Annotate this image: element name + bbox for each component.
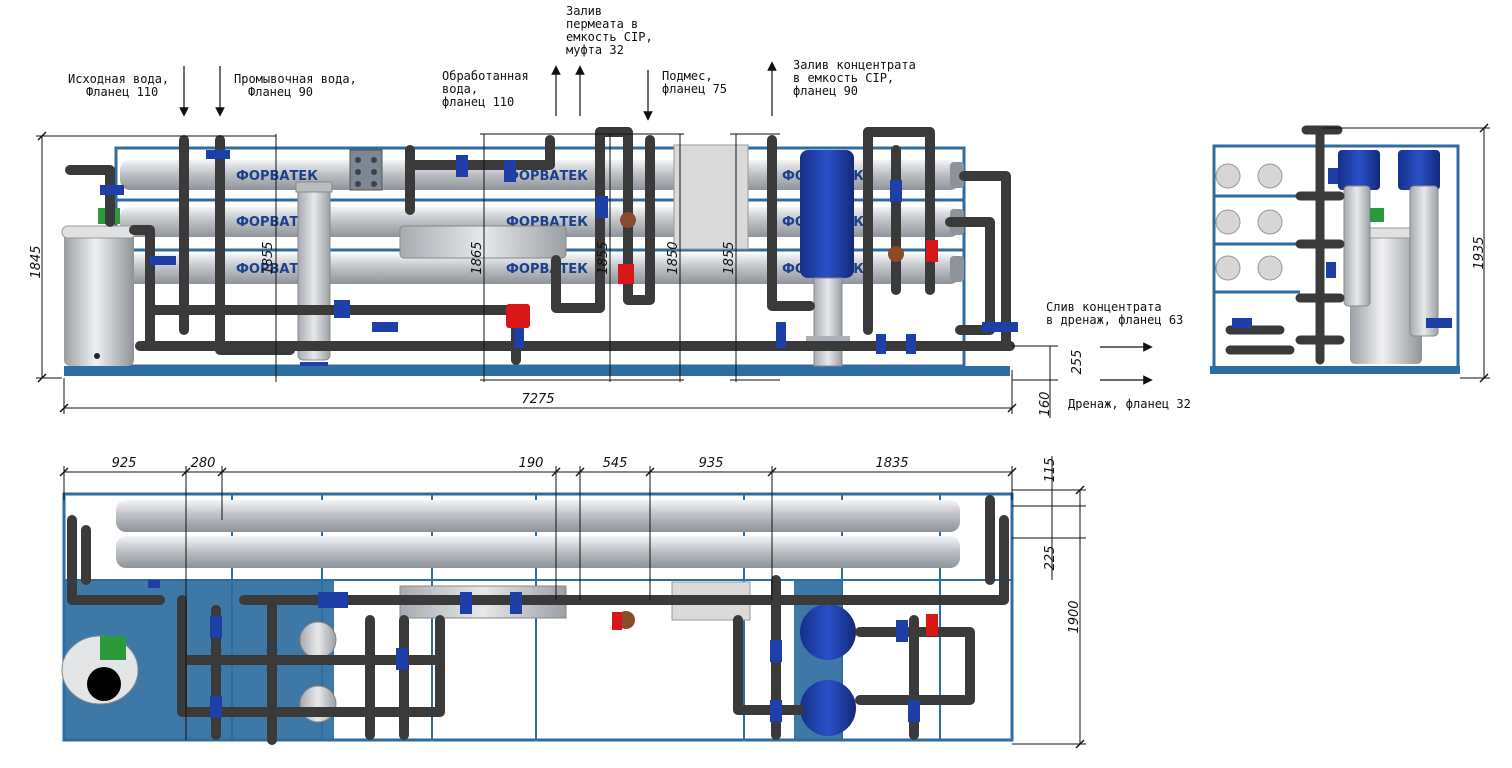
- concentrate-drain-label-2: в дренаж, фланец 63: [1046, 313, 1183, 327]
- front-pipes: [65, 127, 1015, 365]
- front-length-dim: 7275: [521, 392, 554, 407]
- brand-label-4: ФОРВАТЕК: [506, 169, 588, 184]
- control-cabinet: [673, 144, 749, 250]
- concentrate-fill-label-3: фланец 90: [793, 84, 858, 98]
- front-inner-dim-4: 1850: [666, 241, 681, 274]
- front-pump-motor: [800, 150, 854, 367]
- mixing-label-1: Подмес,: [662, 69, 713, 83]
- front-right-dim-1: 255: [1070, 350, 1085, 375]
- front-valves: [100, 150, 1018, 354]
- top-dim-2: 280: [191, 456, 216, 471]
- top-dim-3: 190: [519, 456, 544, 471]
- gauge-panel: [349, 149, 383, 191]
- front-steel-vessel: [399, 225, 567, 259]
- brand-label-1: ФОРВАТЕК: [236, 169, 318, 184]
- side-view: 1935: [1210, 123, 1490, 383]
- top-view: 925 280 190 545 935 1835 115 225 1900: [59, 456, 1086, 749]
- top-right-dim-2: 225: [1043, 546, 1058, 571]
- permeate-fill-label-1: Залив: [566, 4, 602, 18]
- front-dimension-ticks: [37, 131, 1017, 413]
- front-view: ФОРВАТЕК ФОРВАТЕК ФОРВАТЕК ФОРВАТЕК ФОРВ…: [29, 127, 1085, 418]
- top-dim-4: 545: [603, 456, 628, 471]
- concentrate-fill-label-1: Залив концентрата: [793, 58, 916, 72]
- treated-water-label-3: фланец 110: [442, 95, 514, 109]
- front-inner-dim-2: 1865: [470, 241, 485, 274]
- treated-water-label-2: вода,: [442, 82, 478, 96]
- treated-water-label-1: Обработанная: [442, 69, 529, 83]
- top-dim-5: 935: [699, 456, 724, 471]
- permeate-fill-label-4: муфта 32: [566, 43, 624, 57]
- brand-label-6: ФОРВАТЕК: [506, 262, 588, 277]
- front-right-dim-2: 160: [1038, 392, 1053, 417]
- concentrate-drain-label-1: Слив концентрата: [1046, 300, 1162, 314]
- rinse-water-label-2: Фланец 90: [248, 85, 313, 99]
- permeate-fill-label-2: пермеата в: [566, 17, 638, 31]
- front-inner-dim-5: 1855: [722, 241, 737, 274]
- annotations: Исходная вода, Фланец 110 Промывочная во…: [68, 4, 1191, 411]
- front-cartridge-filter: [295, 181, 333, 366]
- concentrate-fill-label-2: в емкость CIP,: [793, 71, 894, 85]
- mixing-label-2: фланец 75: [662, 82, 727, 96]
- front-tank: [61, 208, 137, 366]
- rinse-water-label-1: Промывочная вода,: [234, 72, 357, 86]
- permeate-fill-label-3: емкость CIP,: [566, 30, 653, 44]
- top-right-dim-1: 115: [1043, 458, 1058, 483]
- source-water-label-2: Фланец 110: [86, 85, 158, 99]
- top-width-dim: 1900: [1067, 600, 1082, 633]
- front-inner-dim-1: 1855: [261, 241, 276, 274]
- front-inner-dim-3: 1855: [596, 241, 611, 274]
- top-dim-1: 925: [112, 456, 137, 471]
- front-dimension-lines: [36, 133, 1058, 418]
- drain-label: Дренаж, фланец 32: [1068, 397, 1191, 411]
- side-height-dim: 1935: [1472, 236, 1487, 269]
- front-height-dim: 1845: [29, 245, 44, 278]
- front-base: [64, 366, 1010, 376]
- source-water-label-1: Исходная вода,: [68, 72, 169, 86]
- top-dim-6: 1835: [875, 456, 908, 471]
- flow-arrows: [179, 61, 1153, 385]
